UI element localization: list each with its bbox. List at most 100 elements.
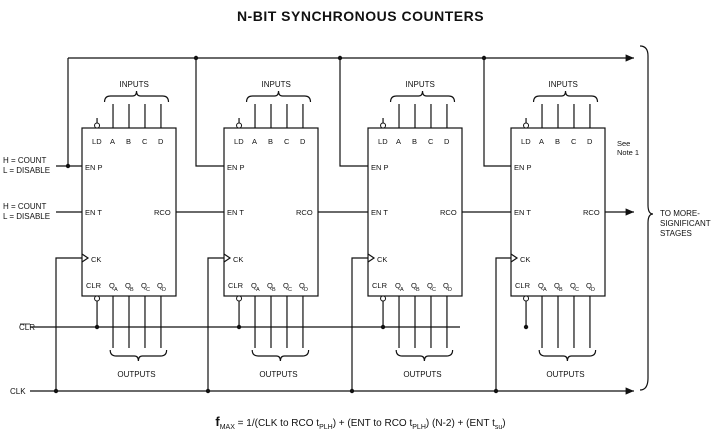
- counter-1-ld-inverter: [94, 122, 101, 129]
- counter-2-enp-label: EN P: [227, 163, 245, 172]
- counter-3-q-sub: D: [448, 287, 452, 293]
- counter-1-enp-label: EN P: [85, 163, 103, 172]
- clr-bus-label: CLR: [19, 323, 35, 332]
- ent-count-label: H = COUNT: [3, 202, 46, 211]
- output-bracket: [639, 45, 654, 391]
- counter-3-pin-label: LD: [378, 137, 388, 146]
- counter-4-enp-junction: [481, 55, 487, 61]
- counter-4-q-label: Q: [586, 281, 592, 290]
- counter-3-q-label: Q: [443, 281, 449, 290]
- counter-2-clock-wire: [207, 257, 224, 391]
- enp-disable-label: L = DISABLE: [3, 166, 50, 175]
- counter-3-pin-label: D: [444, 137, 450, 146]
- counter-3-enp-label: EN P: [371, 163, 389, 172]
- counter-2-clr-junction: [236, 324, 242, 330]
- counter-2-pin-label: B: [268, 137, 273, 146]
- counter-2-pin-label: C: [284, 137, 290, 146]
- counter-2-q-sub: C: [288, 287, 292, 293]
- counter-2-inputs-brace: [245, 90, 312, 103]
- counter-4-outputs-brace: [538, 349, 597, 362]
- counter-1-q-sub: D: [162, 287, 166, 293]
- output-stages-line-2: SIGNIFICANT: [660, 219, 711, 228]
- counter-2-clr-inverter: [236, 295, 243, 302]
- counter-4-pin-label: LD: [521, 137, 531, 146]
- counter-1-inputs-brace: [103, 90, 170, 103]
- counter-2-clock-triangle: [223, 253, 232, 263]
- counter-1-clock-triangle: [81, 253, 90, 263]
- counter-3-enp-wire: [339, 58, 368, 167]
- counter-1-pin-label: D: [158, 137, 164, 146]
- counter-4-q-sub: A: [543, 287, 547, 293]
- counter-2-outputs-label: OUTPUTS: [259, 370, 297, 379]
- counter-4-ld-inverter: [523, 122, 530, 129]
- counter-3-rco-label: RCO: [440, 208, 457, 217]
- counter-2-ent-label: EN T: [227, 208, 244, 217]
- counter-4-inputs-label: INPUTS: [549, 80, 578, 89]
- counter-3-clock-junction: [349, 388, 355, 394]
- counter-1-q-label: Q: [141, 281, 147, 290]
- counter-1-outputs-label: OUTPUTS: [117, 370, 155, 379]
- counter-1-ent-label: EN T: [85, 208, 102, 217]
- counter-3-pin-label: A: [396, 137, 401, 146]
- counter-4-q-label: Q: [538, 281, 544, 290]
- note-line-2: Note 1: [617, 148, 639, 157]
- counter-2-enp-wire: [195, 58, 224, 167]
- counter-4-ck-label: CK: [520, 255, 530, 264]
- counter-2-rco-label: RCO: [296, 208, 313, 217]
- enp-count-label: H = COUNT: [3, 156, 46, 165]
- counter-1-clr-junction: [94, 324, 100, 330]
- counter-4-q-label: Q: [570, 281, 576, 290]
- counter-3-pin-label: C: [428, 137, 434, 146]
- counter-3-q-sub: A: [400, 287, 404, 293]
- counter-3-outputs-brace: [395, 349, 454, 362]
- counter-4-clr-junction: [523, 324, 529, 330]
- counter-2-ld-inverter: [236, 122, 243, 129]
- counter-1-pin-label: LD: [92, 137, 102, 146]
- counter-4-clock-triangle: [510, 253, 519, 263]
- counter-4-q-label: Q: [554, 281, 560, 290]
- counter-3-ent-label: EN T: [371, 208, 388, 217]
- counter-1-q-label: Q: [109, 281, 115, 290]
- fmax-formula: fMAX = 1/(CLK to RCO tPLH) + (ENT to RCO…: [215, 414, 506, 431]
- counter-1-clock-wire: [55, 257, 82, 391]
- note-line-1: See: [617, 139, 630, 148]
- counter-2-clr-label: CLR: [228, 281, 244, 290]
- counter-2-outputs-brace: [251, 349, 310, 362]
- counter-1-ck-label: CK: [91, 255, 101, 264]
- counter-4-pin-label: B: [555, 137, 560, 146]
- ent-disable-label: L = DISABLE: [3, 212, 50, 221]
- counter-4-q-sub: D: [591, 287, 595, 293]
- counter-2-enp-junction: [193, 55, 199, 61]
- counter-3-inputs-brace: [389, 90, 456, 103]
- counter-1-q-sub: C: [146, 287, 150, 293]
- counter-1-pin-label: A: [110, 137, 115, 146]
- counter-2-q-label: Q: [299, 281, 305, 290]
- counter-2-ck-label: CK: [233, 255, 243, 264]
- counter-4-pin-label: D: [587, 137, 593, 146]
- counter-3-ck-label: CK: [377, 255, 387, 264]
- counter-1-q-sub: B: [130, 287, 134, 293]
- counter-3-clr-inverter: [380, 295, 387, 302]
- counter-3-q-label: Q: [411, 281, 417, 290]
- counter-2-q-label: Q: [283, 281, 289, 290]
- counter-3-q-label: Q: [427, 281, 433, 290]
- counter-3-enp-junction: [337, 55, 343, 61]
- counter-1-clr-label: CLR: [86, 281, 102, 290]
- counter-4-clr-inverter: [523, 295, 530, 302]
- counter-3-clr-junction: [380, 324, 386, 330]
- counter-4-rco-label: RCO: [583, 208, 600, 217]
- counter-1-pin-label: C: [142, 137, 148, 146]
- counter-3-clock-wire: [351, 257, 368, 391]
- counter-3-inputs-label: INPUTS: [406, 80, 435, 89]
- counter-4-clock-junction: [493, 388, 499, 394]
- counter-3-q-label: Q: [395, 281, 401, 290]
- counter-4-q-sub: B: [559, 287, 563, 293]
- counter-4-outputs-label: OUTPUTS: [546, 370, 584, 379]
- counter-2-pin-label: LD: [234, 137, 244, 146]
- counter-4-enp-label: EN P: [514, 163, 532, 172]
- clk-bus-label: CLK: [10, 387, 26, 396]
